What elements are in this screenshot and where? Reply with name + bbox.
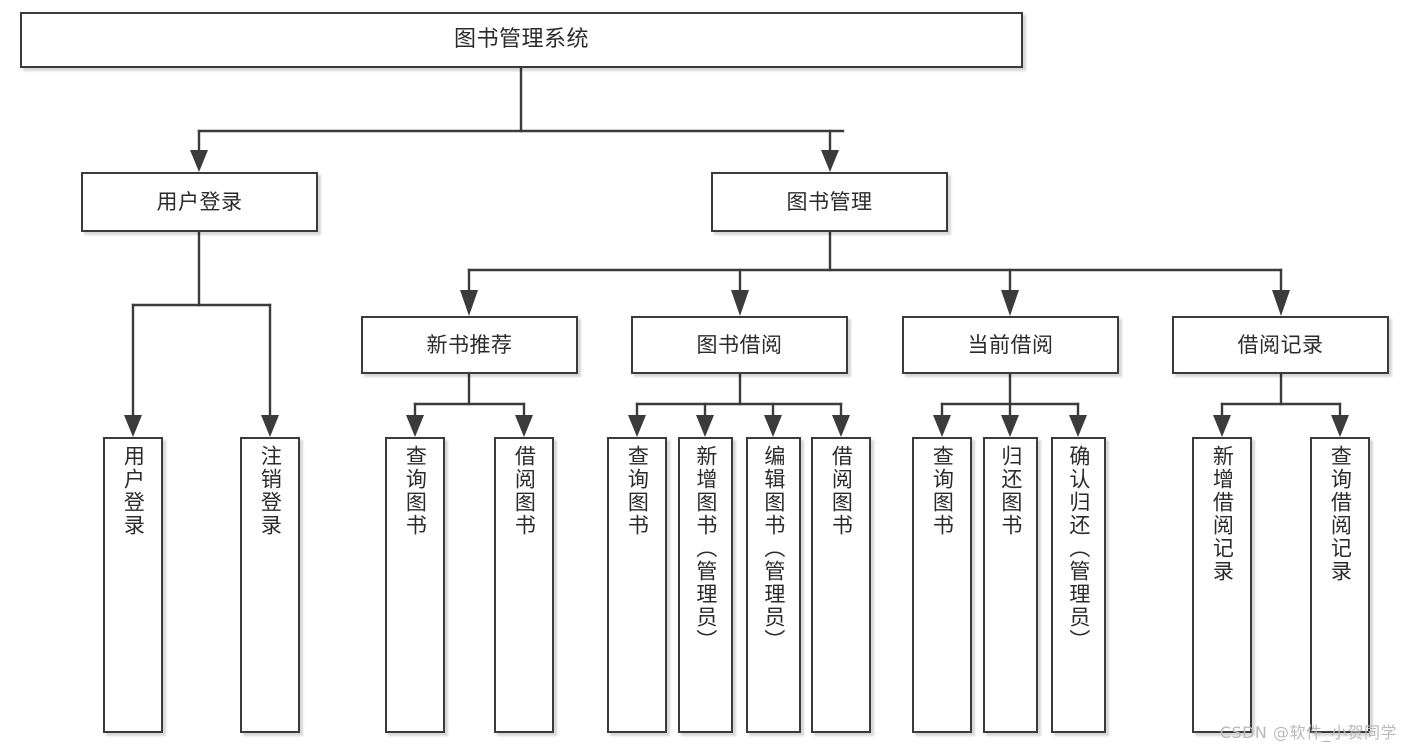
leaf-edit-book-admin[interactable]: 编辑图书（管理员） bbox=[746, 437, 801, 733]
leaf-query-book-new-book[interactable]: 查询图书 bbox=[385, 437, 445, 733]
node-label: 新增图书（管理员） bbox=[693, 445, 718, 652]
leaf-user-login[interactable]: 用户登录 bbox=[103, 437, 163, 733]
arrowhead-newbook bbox=[460, 290, 478, 316]
arrowhead-leaf-borrow-book-2 bbox=[832, 415, 850, 437]
arrowhead-bookborrow bbox=[731, 290, 749, 316]
arrowhead-leaf-user-login bbox=[124, 415, 142, 437]
arrowhead-bookmanage bbox=[821, 150, 839, 172]
node-label: 编辑图书（管理员） bbox=[761, 445, 786, 652]
arrowhead-currentborrow bbox=[1001, 290, 1019, 316]
node-label: 查询图书 bbox=[930, 445, 955, 537]
arrowhead-leaf-query-book-3 bbox=[933, 415, 951, 437]
node-label: 新增借阅记录 bbox=[1210, 445, 1235, 583]
leaf-user-logout[interactable]: 注销登录 bbox=[240, 437, 300, 733]
node-root-book-management-system[interactable]: 图书管理系统 bbox=[20, 12, 1023, 68]
arrowhead-leaf-add-record bbox=[1213, 415, 1231, 437]
node-label: 图书管理系统 bbox=[453, 27, 589, 53]
leaf-query-book-current[interactable]: 查询图书 bbox=[912, 437, 972, 733]
arrowhead-leaf-user-logout bbox=[261, 415, 279, 437]
csdn-watermark: CSDN @软件_小贺同学 bbox=[1219, 723, 1397, 742]
node-label: 新书推荐 bbox=[426, 332, 513, 357]
leaf-query-book-borrow[interactable]: 查询图书 bbox=[607, 437, 667, 733]
arrowhead-userlogin bbox=[190, 150, 208, 172]
node-label: 图书借阅 bbox=[696, 332, 783, 357]
leaf-confirm-return-admin[interactable]: 确认归还（管理员） bbox=[1051, 437, 1106, 733]
leaf-add-book-admin[interactable]: 新增图书（管理员） bbox=[678, 437, 733, 733]
arrowhead-leaf-add-book bbox=[696, 415, 714, 437]
arrowhead-leaf-edit-book bbox=[764, 415, 782, 437]
node-label: 用户登录 bbox=[121, 445, 146, 537]
arrowhead-leaf-return-book bbox=[1001, 415, 1019, 437]
node-label: 借阅记录 bbox=[1237, 332, 1324, 357]
leaf-return-book[interactable]: 归还图书 bbox=[983, 437, 1038, 733]
arrowhead-leaf-confirm-return bbox=[1069, 415, 1087, 437]
node-label: 借阅图书 bbox=[512, 445, 537, 537]
node-label: 归还图书 bbox=[998, 445, 1023, 537]
node-label: 当前借阅 bbox=[967, 332, 1054, 357]
node-label: 注销登录 bbox=[258, 445, 283, 537]
node-label: 查询借阅记录 bbox=[1328, 445, 1353, 583]
node-current-borrow[interactable]: 当前借阅 bbox=[902, 316, 1119, 374]
node-new-book-recommendation[interactable]: 新书推荐 bbox=[361, 316, 578, 374]
node-book-borrow[interactable]: 图书借阅 bbox=[631, 316, 848, 374]
node-borrow-record[interactable]: 借阅记录 bbox=[1172, 316, 1389, 374]
arrowhead-borrowrecord bbox=[1272, 290, 1290, 316]
node-label: 借阅图书 bbox=[829, 445, 854, 537]
leaf-borrow-book-new-book[interactable]: 借阅图书 bbox=[494, 437, 554, 733]
arrowhead-leaf-query-record bbox=[1331, 415, 1349, 437]
arrowhead-leaf-borrow-book-1 bbox=[515, 415, 533, 437]
arrowhead-leaf-query-book-1 bbox=[406, 415, 424, 437]
leaf-query-borrow-record[interactable]: 查询借阅记录 bbox=[1310, 437, 1370, 733]
node-label: 用户登录 bbox=[156, 189, 243, 214]
node-book-management[interactable]: 图书管理 bbox=[711, 172, 948, 232]
leaf-borrow-book-borrow[interactable]: 借阅图书 bbox=[811, 437, 871, 733]
node-user-login[interactable]: 用户登录 bbox=[81, 172, 318, 232]
node-label: 确认归还（管理员） bbox=[1066, 445, 1091, 652]
leaf-add-borrow-record[interactable]: 新增借阅记录 bbox=[1192, 437, 1252, 733]
node-label: 图书管理 bbox=[786, 189, 873, 214]
arrowhead-leaf-query-book-2 bbox=[628, 415, 646, 437]
node-label: 查询图书 bbox=[625, 445, 650, 537]
node-label: 查询图书 bbox=[403, 445, 428, 537]
